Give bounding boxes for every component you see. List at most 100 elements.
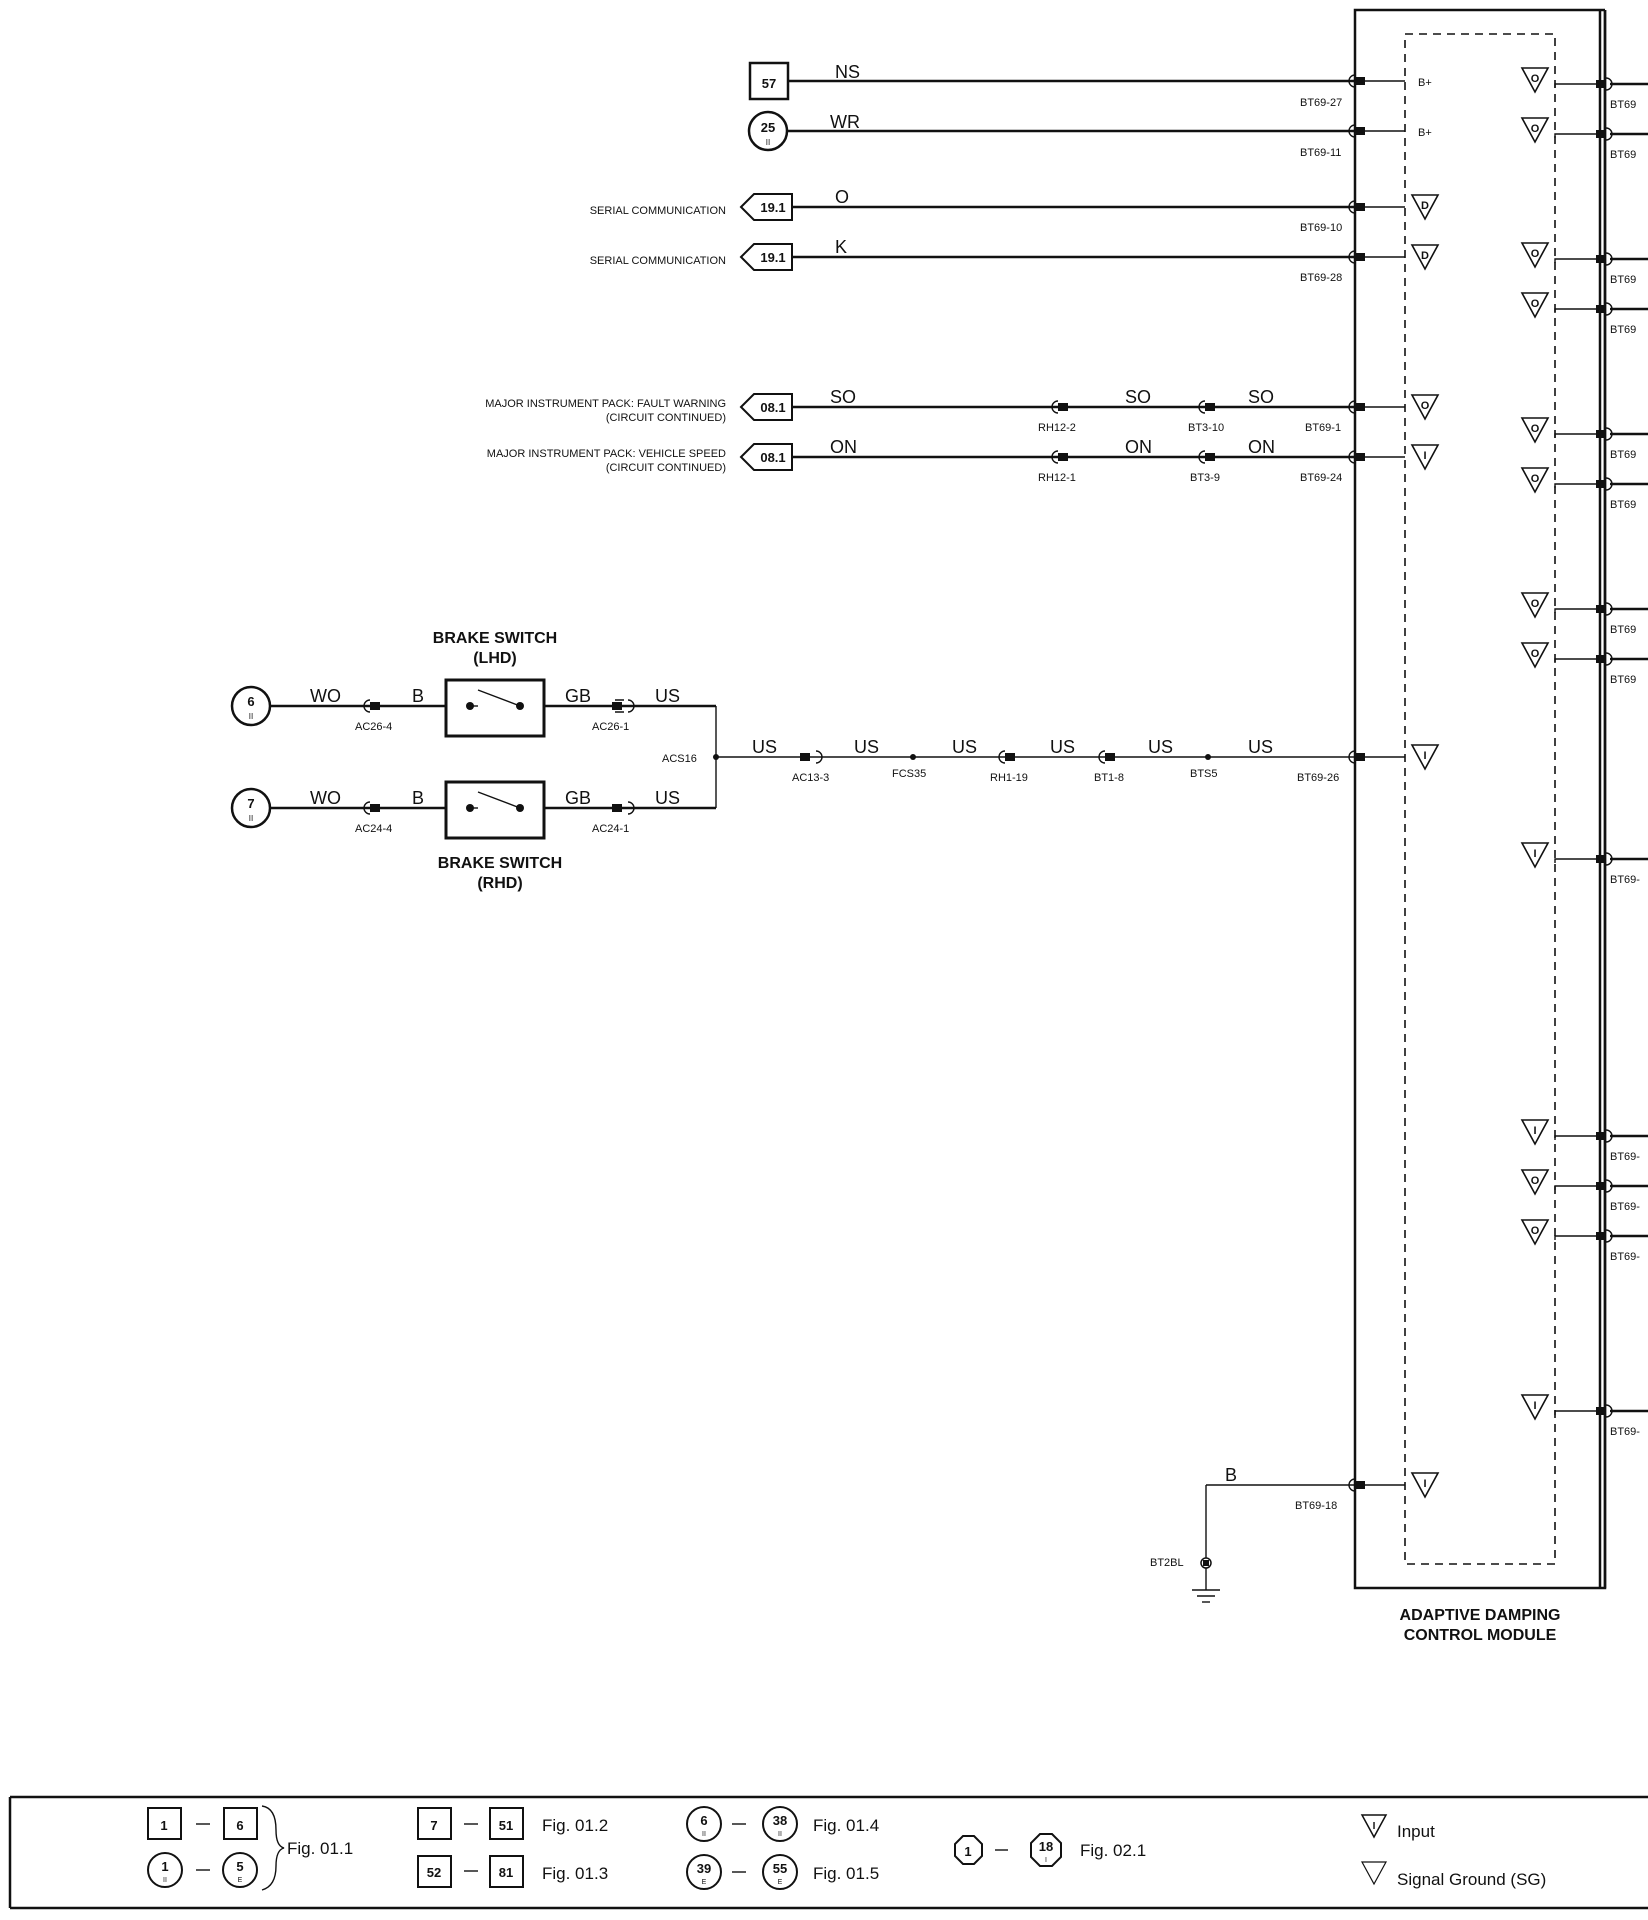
ref-6: 6 [247, 694, 254, 709]
legend-e-from-sub: II [702, 1831, 706, 1838]
right-pin-type-1-letter: O [1531, 123, 1540, 135]
right-pin-0: BT69 [1554, 77, 1648, 111]
serial-ref-2: 19.1 [760, 250, 785, 265]
wire-color-on-1: ON [830, 437, 857, 457]
right-pin-3: BT69 [1554, 302, 1648, 336]
wire-us-lhd: US [655, 686, 680, 706]
pin-bt69-26: BT69-26 [1297, 772, 1339, 784]
right-pin-type-8: I [1520, 842, 1550, 869]
brake-rhd-title-2: (RHD) [477, 875, 522, 892]
conn-ac26-4: AC26-4 [355, 721, 392, 733]
pin-type-o-4-letter: O [1421, 400, 1430, 412]
right-pin-6: BT69 [1554, 602, 1648, 636]
legend-fig-0103: Fig. 01.3 [542, 1864, 608, 1883]
wire-us-2: US [854, 737, 879, 757]
ground-circuit: B BT69-18 BT2BL [1150, 1465, 1405, 1603]
right-pin-label-1: BT69 [1610, 149, 1636, 161]
right-pin-label-4: BT69 [1610, 449, 1636, 461]
wire-serial-k: SERIAL COMMUNICATION 19.1 K BT69-28 [590, 237, 1405, 284]
legend-input: Input [1397, 1822, 1435, 1841]
pin-type-d-2-letter: D [1421, 200, 1429, 212]
ref-6-sub: II [249, 712, 253, 721]
right-pin-type-10-letter: O [1531, 1175, 1540, 1187]
conn-ac26-1: AC26-1 [592, 721, 629, 733]
right-pin-type-9: I [1520, 1119, 1550, 1146]
wire-color-ns: NS [835, 62, 860, 82]
ref-7-sub: II [249, 814, 253, 823]
brake-rhd-title-1: BRAKE SWITCH [438, 855, 562, 872]
right-pin-type-5: O [1520, 467, 1550, 494]
ref-25-sub: II [766, 138, 770, 147]
right-pin-label-7: BT69 [1610, 674, 1636, 686]
right-pin-label-5: BT69 [1610, 499, 1636, 511]
legend-fig-0104: Fig. 01.4 [813, 1816, 879, 1835]
legend-d-from: 52 [427, 1865, 441, 1880]
fault-label-1: MAJOR INSTRUMENT PACK: FAULT WARNING [485, 398, 726, 410]
pin-type-d-3-letter: D [1421, 250, 1429, 262]
right-pin-label-12: BT69- [1610, 1426, 1640, 1438]
control-module: ADAPTIVE DAMPING CONTROL MODULE [1353, 8, 1607, 1644]
pin-type-i-6-letter: I [1423, 750, 1426, 762]
module-title-line2: CONTROL MODULE [1404, 1627, 1557, 1644]
brake-switch-lhd-box [444, 678, 546, 738]
right-pin-label-11: BT69- [1610, 1251, 1640, 1263]
pin-type-i-5: I [1410, 444, 1440, 471]
conn-bt3-9: BT3-9 [1190, 472, 1220, 484]
legend-fig-0201: Fig. 02.1 [1080, 1841, 1146, 1860]
signal-ground-triangle-icon [1360, 1861, 1388, 1886]
conn-ac24-1: AC24-1 [592, 823, 629, 835]
pin-b-plus-1: B+ [1418, 77, 1432, 89]
wire-wo-rhd: WO [310, 788, 341, 808]
wire-wr-b-plus: 25 II WR BT69-11 B+ [747, 110, 1432, 159]
wire-us-5: US [1148, 737, 1173, 757]
conn-bt3-10: BT3-10 [1188, 422, 1224, 434]
right-pin-label-0: BT69 [1610, 99, 1636, 111]
right-pin-type-8-letter: I [1533, 848, 1536, 860]
conn-ac13-3: AC13-3 [792, 772, 829, 784]
right-pin-type-10: O [1520, 1169, 1550, 1196]
pin-b-plus-2: B+ [1418, 127, 1432, 139]
right-pin-2: BT69 [1554, 252, 1648, 286]
right-pin-label-8: BT69- [1610, 874, 1640, 886]
right-pin-type-4: O [1520, 417, 1550, 444]
right-pin-type-5-letter: O [1531, 473, 1540, 485]
wire-color-so-3: SO [1248, 387, 1274, 407]
right-pin-type-2: O [1520, 242, 1550, 269]
pin-bt69-18: BT69-18 [1295, 1500, 1337, 1512]
legend-f-to: 55 [773, 1861, 787, 1876]
ref-25-text: 25 [761, 120, 775, 135]
speed-label-2: (CIRCUIT CONTINUED) [606, 462, 726, 474]
legend-b-from: 1 [161, 1859, 168, 1874]
pin-type-d-2: D [1410, 194, 1440, 221]
brake-switch-section: BRAKE SWITCH (LHD) 6 II WO AC26-4 B GB A… [230, 630, 1405, 892]
serial-label-1: SERIAL COMMUNICATION [590, 205, 726, 217]
input-triangle-icon [1360, 1814, 1388, 1839]
wire-color-so-1: SO [830, 387, 856, 407]
right-pin-8: BT69- [1554, 852, 1648, 886]
speed-label-1: MAJOR INSTRUMENT PACK: VEHICLE SPEED [487, 448, 726, 460]
conn-rh1-19: RH1-19 [990, 772, 1028, 784]
right-pin-11: BT69- [1554, 1229, 1648, 1263]
wire-serial-o: SERIAL COMMUNICATION 19.1 O BT69-10 [590, 187, 1405, 234]
wire-us-1: US [752, 737, 777, 757]
right-side-pins: OBT69OBT69OBT69OBT69OBT69OBT69OBT69OBT69… [1520, 67, 1648, 1438]
right-pin-type-3: O [1520, 292, 1550, 319]
pin-type-i-7-letter: I [1423, 1478, 1426, 1490]
pin-type-o-4: O [1410, 394, 1440, 421]
right-pin-type-12: I [1520, 1394, 1550, 1421]
module-title-line1: ADAPTIVE DAMPING [1400, 1607, 1561, 1624]
legend-a-to: 6 [236, 1818, 243, 1833]
conn-bt2bl: BT2BL [1150, 1557, 1184, 1569]
right-pin-type-1: O [1520, 117, 1550, 144]
legend-b-to-sub: E [238, 1877, 243, 1884]
legend-signal-ground: Signal Ground (SG) [1397, 1870, 1546, 1889]
pin-bt69-24: BT69-24 [1300, 472, 1342, 484]
right-pin-1: BT69 [1554, 127, 1648, 161]
conn-bts5: BTS5 [1190, 768, 1218, 780]
right-pin-label-9: BT69- [1610, 1151, 1640, 1163]
pin-bt69-27: BT69-27 [1300, 97, 1342, 109]
legend-fig-0102: Fig. 01.2 [542, 1816, 608, 1835]
right-pin-type-4-letter: O [1531, 423, 1540, 435]
wire-fault-warning: MAJOR INSTRUMENT PACK: FAULT WARNING (CI… [485, 387, 1405, 434]
legend-f-from-sub: E [702, 1879, 707, 1886]
